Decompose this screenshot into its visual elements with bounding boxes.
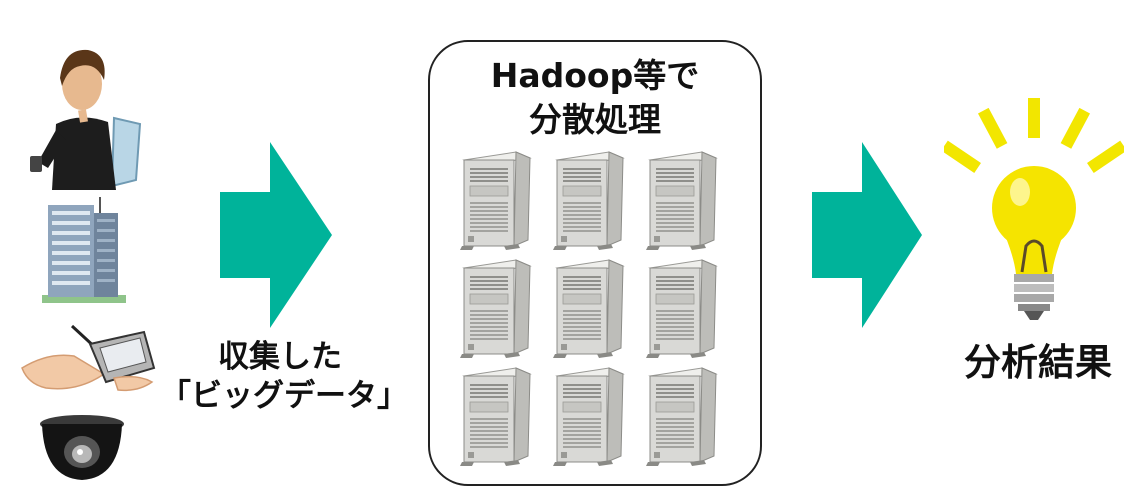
server-icon: [553, 367, 625, 466]
server-icon: [460, 151, 532, 250]
server-icon: [553, 259, 625, 358]
cluster-title-line2: 分散処理: [529, 99, 661, 139]
collected-label-line2: 「ビッグデータ」: [160, 377, 408, 414]
arrow-to-result: [812, 142, 922, 328]
cluster-title-line1: Hadoop等で: [490, 56, 700, 95]
light-rays: [944, 98, 1124, 173]
server-icon: [646, 259, 718, 358]
analysis-result-label: 分析結果: [964, 341, 1112, 384]
security-camera-icon: [40, 415, 124, 480]
server-icon: [460, 259, 532, 358]
server-icon: [646, 367, 718, 466]
handheld-device-icon: [21, 324, 156, 392]
collected-big-data-label: 収集した 「ビッグデータ」: [160, 338, 408, 416]
cluster-title: Hadoop等で 分散処理: [428, 54, 762, 141]
light-bulb-icon: [944, 98, 1124, 320]
arrow-to-cluster: [220, 142, 332, 328]
server-icon: [553, 151, 625, 250]
office-building-icon: [42, 197, 126, 303]
collected-label-line1: 収集した: [218, 339, 342, 375]
hadoop-cluster-box: [428, 40, 762, 486]
server-icon: [646, 151, 718, 250]
server-icon: [460, 367, 532, 466]
person-with-smartphone-icon: [30, 49, 142, 190]
